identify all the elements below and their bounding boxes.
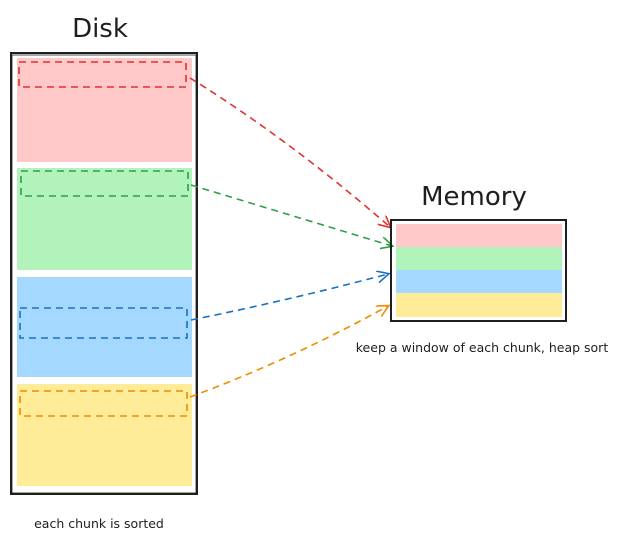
arrow-green — [190, 184, 392, 246]
disk-title: Disk — [72, 14, 128, 44]
memory-slot-green — [396, 247, 562, 270]
arrow-red — [189, 77, 390, 227]
disk-chunks — [17, 58, 192, 486]
memory-title: Memory — [421, 182, 527, 212]
memory-slot-blue — [396, 270, 562, 293]
disk-caption: each chunk is sorted — [34, 516, 164, 531]
memory-slot-red — [396, 224, 562, 247]
memory-border — [390, 219, 567, 322]
chunk-windows — [18, 61, 189, 417]
window-blue — [19, 307, 188, 339]
disk-chunk-yellow — [17, 384, 192, 486]
memory-caption: keep a window of each chunk, heap sort — [356, 340, 609, 355]
disk-chunk-blue — [17, 277, 192, 377]
arrow-yellow — [189, 306, 388, 398]
arrow-blue — [190, 274, 388, 321]
arrows — [189, 77, 392, 398]
disk-chunk-red — [17, 58, 192, 162]
memory-block — [390, 219, 567, 322]
memory-slot-yellow — [396, 293, 562, 317]
disk-border — [10, 52, 198, 495]
disk-chunk-green — [17, 168, 192, 270]
